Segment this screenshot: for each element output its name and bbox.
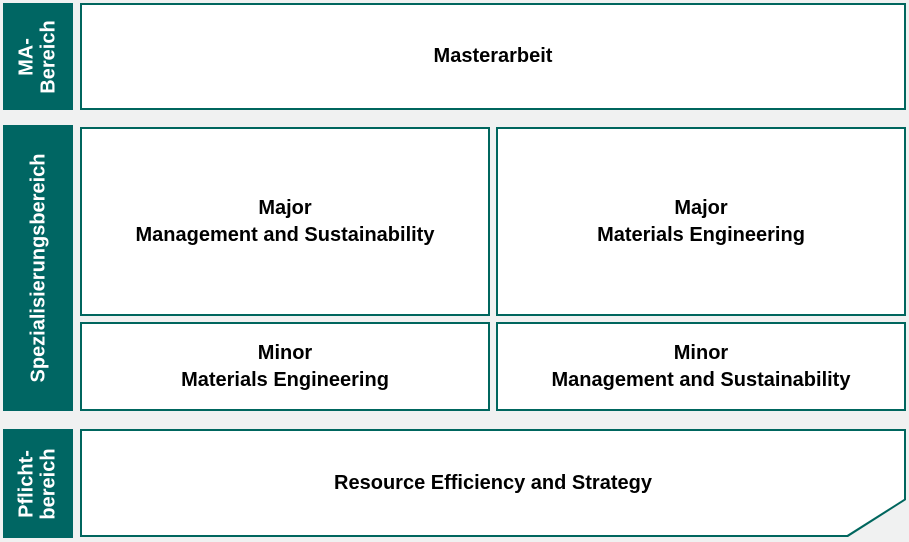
box-masterarbeit: Masterarbeit xyxy=(80,3,906,110)
box-major-management-sustainability: Major Management and Sustainability xyxy=(80,127,490,316)
box-minor-materials-engineering-title: Minor Materials Engineering xyxy=(181,342,389,391)
section-label-ma-bereich: MA- Bereich xyxy=(3,3,73,110)
box-masterarbeit-title: Masterarbeit xyxy=(433,45,553,68)
section-label-spezialisierungsbereich: Spezialisierungsbereich xyxy=(3,125,73,411)
box-major-management-sustainability-title: Major Management and Sustainability xyxy=(135,197,435,246)
section-label-pflichtbereich-text: Pflicht- bereich xyxy=(16,447,60,520)
box-major-materials-engineering-title: Major Materials Engineering xyxy=(597,197,805,246)
box-minor-management-sustainability: Minor Management and Sustainability xyxy=(496,322,906,411)
box-resource-efficiency-strategy-title: Resource Efficiency and Strategy xyxy=(334,471,652,494)
box-major-materials-engineering: Major Materials Engineering xyxy=(496,127,906,316)
box-minor-management-sustainability-title: Minor Management and Sustainability xyxy=(551,342,851,391)
box-minor-materials-engineering: Minor Materials Engineering xyxy=(80,322,490,411)
box-resource-efficiency-strategy: Resource Efficiency and Strategy xyxy=(80,429,906,537)
section-label-pflichtbereich: Pflicht- bereich xyxy=(3,429,73,538)
section-label-spezialisierungsbereich-text: Spezialisierungsbereich xyxy=(27,153,50,383)
section-label-ma-bereich-text: MA- Bereich xyxy=(16,19,60,94)
